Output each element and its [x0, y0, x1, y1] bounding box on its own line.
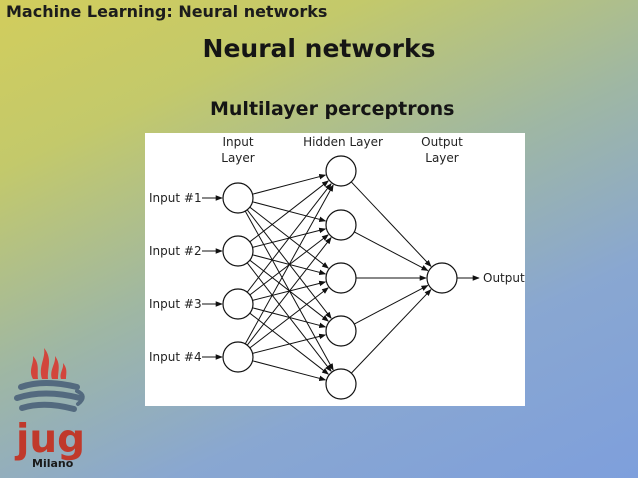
hidden-node-5: [325, 368, 357, 400]
input-hidden-connections: [244, 173, 334, 382]
output-layer-label-line1: Output: [421, 135, 463, 149]
hidden-layer-label: Hidden Layer: [303, 135, 383, 149]
input-node-1: [222, 182, 254, 214]
flame-icon: [30, 348, 67, 379]
input-label-4: Input #4: [149, 350, 202, 364]
input-label-3: Input #3: [149, 297, 202, 311]
input-layer-label-line1: Input: [222, 135, 253, 149]
diagram-svg: Input Layer Hidden Layer Output Layer In…: [149, 135, 525, 400]
logo-city: Milano: [32, 457, 74, 470]
connection-h2-o1: [354, 231, 429, 272]
input-label-2: Input #2: [149, 244, 202, 258]
output-label: Output: [483, 271, 525, 285]
connection-i4-h4: [252, 333, 327, 354]
cup-icon: [14, 380, 85, 412]
output-layer-label-line2: Layer: [425, 151, 459, 165]
input-node-2: [222, 235, 254, 267]
hidden-node-4: [325, 315, 357, 347]
jug-milano-logo: jug Milano: [6, 346, 90, 472]
input-label-1: Input #1: [149, 191, 202, 205]
hidden-output-connections: [350, 181, 432, 374]
connection-h5-o1: [350, 289, 432, 374]
connection-i4-h5: [252, 360, 327, 382]
header-title: Machine Learning: Neural networks: [6, 2, 328, 21]
connection-i4-h2: [246, 237, 332, 346]
neural-network-diagram: Input Layer Hidden Layer Output Layer In…: [145, 133, 525, 406]
connection-i4-h1: [244, 184, 334, 345]
connection-h1-o1: [350, 181, 432, 267]
connection-i1-h1: [252, 173, 327, 195]
connection-i4-h3: [249, 287, 329, 349]
input-arrows: [202, 195, 223, 360]
connection-i3-h1: [246, 183, 332, 293]
hidden-node-2: [325, 209, 357, 241]
output-node-1: [426, 262, 458, 294]
input-layer-label-line2: Layer: [221, 151, 255, 165]
network-nodes: [222, 155, 458, 400]
connection-i2-h1: [249, 180, 329, 243]
hidden-node-1: [325, 155, 357, 187]
slide-title: Neural networks: [202, 34, 436, 63]
input-node-4: [222, 341, 254, 373]
connection-h4-o1: [354, 284, 429, 325]
slide-subtitle: Multilayer perceptrons: [210, 98, 455, 120]
logo-letters: jug: [14, 417, 85, 462]
jug-logo-svg: jug Milano: [14, 348, 85, 470]
input-node-3: [222, 288, 254, 320]
hidden-node-3: [325, 262, 357, 294]
